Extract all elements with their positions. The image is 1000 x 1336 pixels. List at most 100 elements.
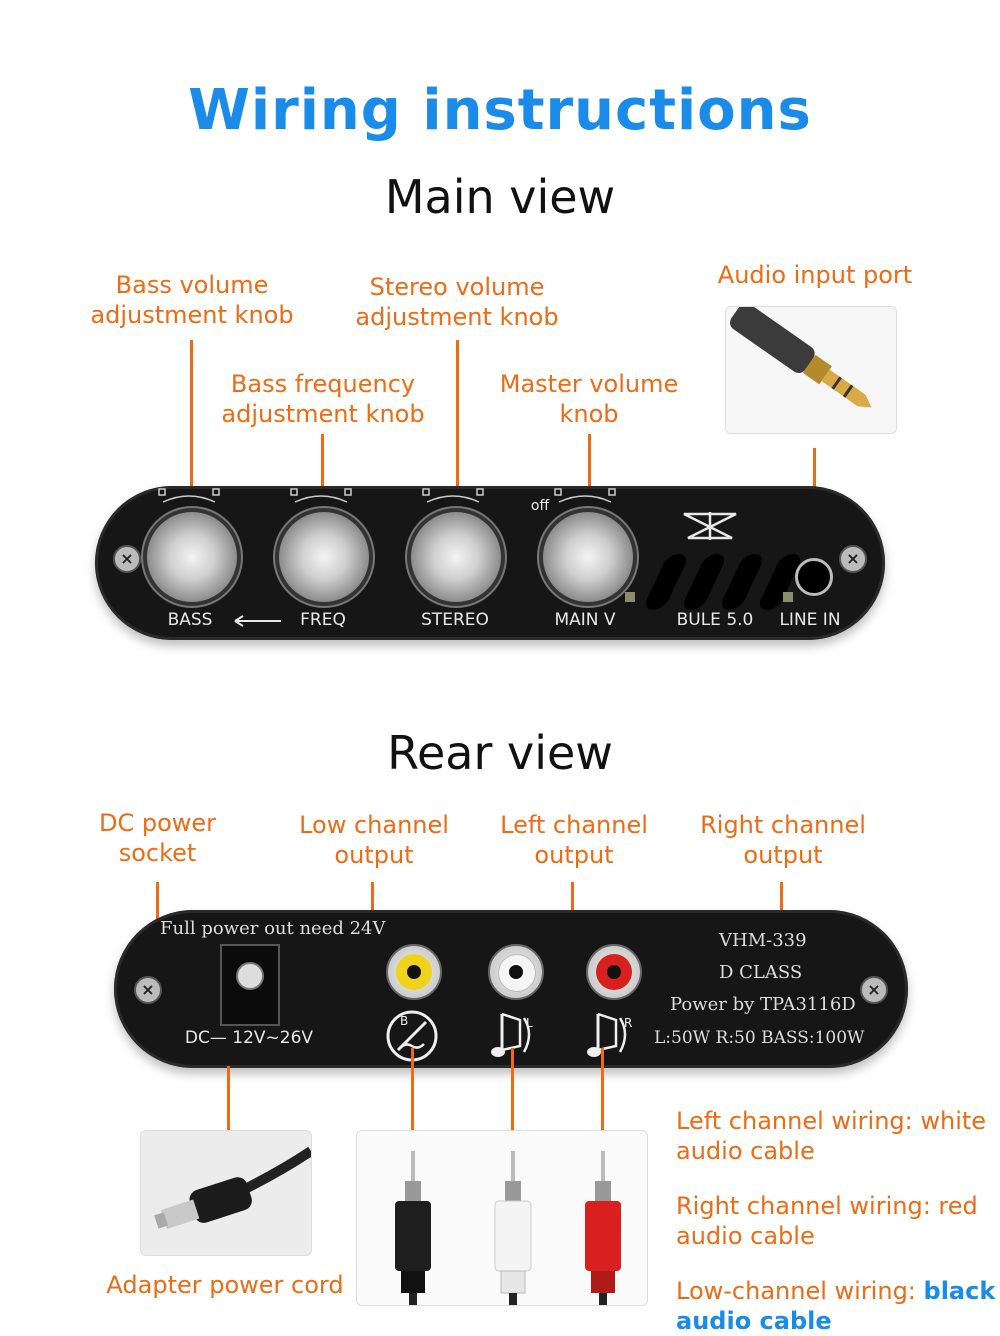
left-wiring-note-line2: audio cable	[676, 1137, 815, 1165]
rca-left-hole	[509, 965, 523, 979]
screw-icon: ×	[134, 976, 162, 1004]
low-wiring-note-line2: audio cable	[676, 1307, 832, 1335]
bass-volume-label-line1: Bass volume	[115, 271, 269, 299]
bass-frequency-label-line1: Bass frequency	[230, 370, 416, 398]
left-speaker-symbol: L	[490, 1006, 546, 1064]
right-channel-label-line1: Right channel	[700, 811, 866, 839]
left-wiring-note-line1: Left channel wiring: white	[676, 1107, 987, 1135]
bass-knob[interactable]	[147, 512, 237, 602]
rca-low-output[interactable]	[386, 944, 442, 1000]
page-title: Wiring instructions	[188, 78, 812, 143]
rear-panel: × × Full power out need 24V DC— 12V~26V …	[114, 910, 908, 1068]
main-view-heading: Main view	[384, 170, 616, 224]
adapter-connector	[227, 1066, 230, 1130]
line-in-label: LINE IN	[779, 610, 841, 630]
white-cable	[494, 1151, 532, 1305]
low-wiring-note-black: black	[923, 1277, 996, 1305]
right-channel-label-line2: output	[743, 841, 823, 869]
dc-socket[interactable]	[220, 944, 280, 1026]
dc-plug-icon	[141, 1131, 311, 1255]
rca-low-hole	[407, 965, 421, 979]
red-cable	[585, 1151, 621, 1305]
right-speaker-symbol: R	[584, 1006, 644, 1064]
rca-cables-icon	[395, 1151, 621, 1305]
right-wiring-note-line2: audio cable	[676, 1222, 815, 1250]
dc-range-label: DC— 12V~26V	[184, 1028, 314, 1048]
stereo-volume-label: Stereo volume adjustment knob	[327, 272, 587, 332]
screw-icon: ×	[839, 545, 867, 573]
chip-label: Power by TPA3116D	[670, 994, 856, 1015]
rear-view-heading: Rear view	[387, 726, 613, 780]
rca-left-output[interactable]	[488, 944, 544, 1000]
dc-power-label: DC power socket	[70, 808, 245, 868]
rca-cables-photo	[356, 1130, 648, 1306]
freq-knob-label: FREQ	[300, 610, 346, 630]
master-volume-connector	[588, 434, 591, 505]
bass-knob-label: BASS	[167, 610, 213, 630]
right-speaker-icon	[587, 1012, 627, 1057]
stereo-volume-label-line1: Stereo volume	[369, 273, 545, 301]
front-panel: × × off BASS FREQ STEREO MAIN V BULE 5.	[95, 486, 885, 640]
stereo-volume-connector	[456, 340, 459, 505]
line-in-led	[783, 592, 793, 602]
bass-frequency-connector	[321, 434, 324, 505]
model-label: VHM-339	[719, 930, 807, 951]
power-note: Full power out need 24V	[160, 918, 386, 939]
freq-knob[interactable]	[279, 512, 369, 602]
left-speaker-icon	[491, 1012, 531, 1057]
stereo-volume-label-line2: adjustment knob	[355, 303, 559, 331]
class-label: D CLASS	[719, 962, 803, 983]
screw-icon: ×	[860, 976, 888, 1004]
bass-frequency-label: Bass frequency adjustment knob	[200, 369, 446, 429]
line-in-jack[interactable]	[795, 558, 833, 596]
adapter-label: Adapter power cord	[106, 1271, 344, 1299]
screw-icon: ×	[113, 545, 141, 573]
black-cable	[395, 1151, 431, 1305]
right-cable-connector	[601, 1048, 604, 1130]
knob-scale-icons	[158, 488, 616, 503]
bass-port-letter: B	[400, 1014, 409, 1028]
left-channel-label-line1: Left channel	[500, 811, 648, 839]
left-channel-label-line2: output	[534, 841, 614, 869]
low-channel-label: Low channel output	[270, 810, 478, 870]
low-channel-label-line1: Low channel	[299, 811, 449, 839]
audio-input-label: Audio input port	[717, 261, 913, 289]
bass-frequency-label-line2: adjustment knob	[221, 400, 425, 428]
main-led	[625, 592, 635, 602]
right-wiring-note: Right channel wiring: red audio cable	[676, 1191, 996, 1251]
master-volume-label-line2: knob	[559, 400, 619, 428]
left-channel-label: Left channel output	[470, 810, 678, 870]
stereo-knob[interactable]	[411, 512, 501, 602]
off-label: off	[530, 498, 550, 514]
master-volume-label: Master volume knob	[476, 369, 702, 429]
main-volume-knob-label: MAIN V	[554, 610, 616, 630]
audio-jack-photo	[725, 306, 897, 434]
bluetooth-icon	[683, 512, 737, 540]
power-spec-label: L:50W R:50 BASS:100W	[654, 1028, 865, 1048]
stereo-knob-label: STEREO	[421, 610, 489, 630]
main-volume-knob[interactable]	[543, 512, 633, 602]
dc-power-label-line1: DC power	[98, 809, 217, 837]
left-cable-connector	[511, 1048, 514, 1130]
bass-volume-connector	[190, 340, 193, 505]
left-port-letter: L	[526, 1016, 533, 1030]
low-channel-label-line2: output	[334, 841, 414, 869]
adapter-cord-photo	[140, 1130, 312, 1256]
left-wiring-note: Left channel wiring: white audio cable	[676, 1106, 996, 1166]
right-port-letter: R	[624, 1016, 633, 1030]
master-volume-label-line1: Master volume	[499, 370, 679, 398]
dc-power-label-line2: socket	[118, 839, 197, 867]
dc-socket-pin	[236, 962, 264, 990]
low-cable-connector	[411, 1048, 414, 1130]
bluetooth-label: BULE 5.0	[676, 610, 754, 630]
low-wiring-note-prefix: Low-channel wiring:	[676, 1277, 924, 1305]
rca-right-hole	[607, 965, 621, 979]
rca-right-output[interactable]	[586, 944, 642, 1000]
right-channel-label: Right channel output	[672, 810, 894, 870]
audio-jack-icon	[726, 307, 896, 433]
bass-volume-label: Bass volume adjustment knob	[72, 270, 312, 330]
arrow-left-icon	[234, 615, 281, 627]
right-wiring-note-line1: Right channel wiring: red	[676, 1192, 978, 1220]
bass-volume-label-line2: adjustment knob	[90, 301, 294, 329]
low-wiring-note: Low-channel wiring: black audio cable	[676, 1276, 996, 1336]
